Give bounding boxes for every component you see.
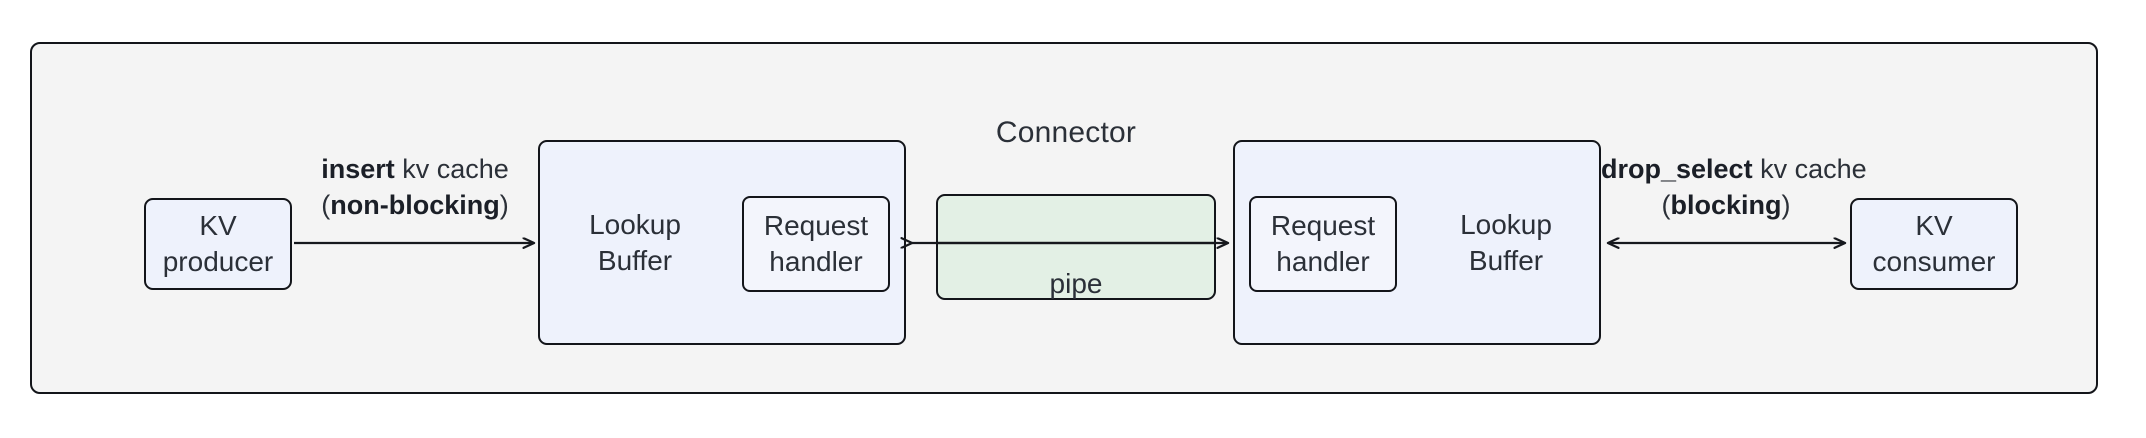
request-handler-left-line2: handler bbox=[769, 246, 863, 277]
edge-label-drop-select-keyword: drop_select bbox=[1601, 154, 1753, 184]
lookup-buffer-right-line2: Buffer bbox=[1468, 244, 1544, 276]
edge-label-insert-paren-open: ( bbox=[321, 189, 331, 220]
edge-label-drop-select: drop_select kv cache (blocking) bbox=[1601, 152, 1867, 224]
kv-consumer-line1: KV bbox=[1915, 210, 1953, 242]
request-handler-right-line2: handler bbox=[1276, 246, 1370, 277]
edge-label-drop-select-mode: blocking bbox=[1670, 189, 1782, 220]
lookup-buffer-left-label: Lookup Buffer bbox=[562, 142, 708, 343]
lookup-buffer-left-line2: Buffer bbox=[597, 244, 673, 276]
edge-label-drop-select-paren-close: ) bbox=[1781, 189, 1791, 220]
kv-producer-line2: producer bbox=[162, 246, 274, 277]
kv-consumer-line2: consumer bbox=[1872, 246, 1996, 277]
kv-producer-node[interactable]: KV producer bbox=[144, 198, 292, 290]
kv-consumer-node[interactable]: KV consumer bbox=[1850, 198, 2018, 290]
edge-label-drop-select-rest: kv cache bbox=[1752, 154, 1867, 184]
lookup-buffer-right-line1: Lookup bbox=[1460, 208, 1552, 240]
edge-label-insert-rest: kv cache bbox=[394, 154, 509, 184]
request-handler-right-line1: Request bbox=[1270, 210, 1376, 242]
lookup-buffer-left-line1: Lookup bbox=[589, 208, 681, 240]
kv-producer-line1: KV bbox=[199, 210, 237, 242]
connector-title: Connector bbox=[995, 116, 1137, 149]
request-handler-right-node[interactable]: Request handler bbox=[1249, 196, 1397, 292]
edge-label-insert: insert kv cache (non-blocking) bbox=[292, 152, 538, 224]
edge-label-insert-mode: non-blocking bbox=[330, 189, 500, 220]
request-handler-left-line1: Request bbox=[763, 210, 869, 242]
request-handler-left-node[interactable]: Request handler bbox=[742, 196, 890, 292]
lookup-buffer-left-node[interactable]: Lookup Buffer Request handler bbox=[538, 140, 906, 345]
lookup-buffer-right-node[interactable]: Request handler Lookup Buffer bbox=[1233, 140, 1601, 345]
edge-label-insert-paren-close: ) bbox=[499, 189, 509, 220]
pipe-node[interactable] bbox=[936, 194, 1216, 300]
lookup-buffer-right-label: Lookup Buffer bbox=[1433, 142, 1579, 343]
edge-label-insert-keyword: insert bbox=[321, 154, 395, 184]
edge-label-drop-select-paren-open: ( bbox=[1661, 189, 1671, 220]
pipe-label: pipe bbox=[1049, 268, 1103, 299]
